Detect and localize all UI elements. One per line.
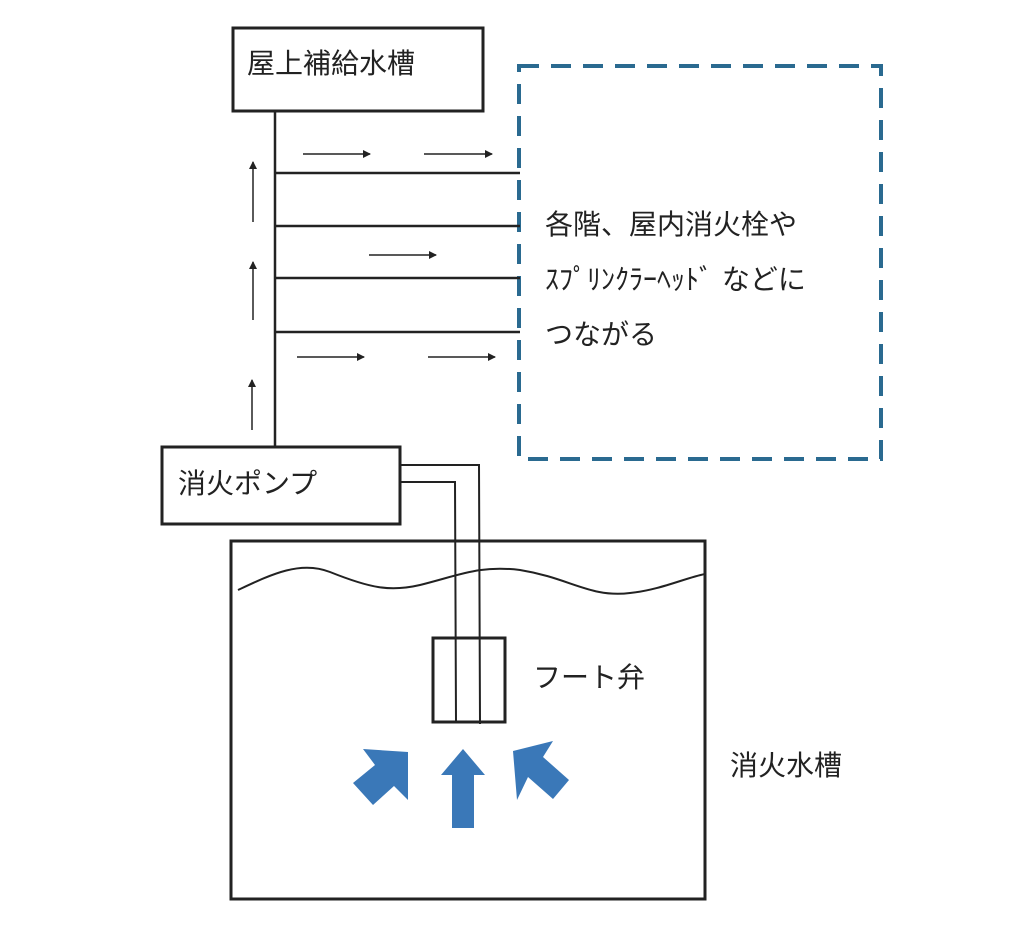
- floors-dashed-box: [517, 64, 883, 461]
- intake-arrow-diagonal-left-icon: [513, 741, 569, 800]
- roof-tank-box: [231, 26, 485, 113]
- suction-pipe-inner: [400, 481, 457, 723]
- floors-text-line1: 各階、屋内消火栓や: [545, 208, 798, 241]
- suction-pipe-outer: [400, 464, 481, 725]
- intake-arrow-up-icon: [441, 749, 485, 828]
- branch-pipes: [275, 171, 520, 334]
- fire-water-tank: [229, 539, 707, 901]
- flow-arrows-horizontal: [297, 150, 496, 361]
- roof-tank-label: 屋上補給水槽: [247, 47, 416, 80]
- foot-valve-label: フート弁: [533, 661, 646, 694]
- pump-box: [160, 445, 402, 526]
- floors-text-line2: ｽﾌﾟﾘﾝｸﾗｰﾍｯﾄﾞ などに: [545, 263, 806, 296]
- intake-arrows: [353, 741, 569, 828]
- foot-valve-box: [431, 636, 507, 724]
- intake-arrow-diagonal-right-icon: [353, 749, 408, 805]
- fire-tank-label: 消火水槽: [730, 749, 843, 782]
- pump-label: 消火ポンプ: [178, 467, 318, 500]
- water-surface: [237, 566, 706, 595]
- flow-arrows-up: [248, 161, 257, 430]
- floors-text-line3: つながる: [545, 318, 658, 351]
